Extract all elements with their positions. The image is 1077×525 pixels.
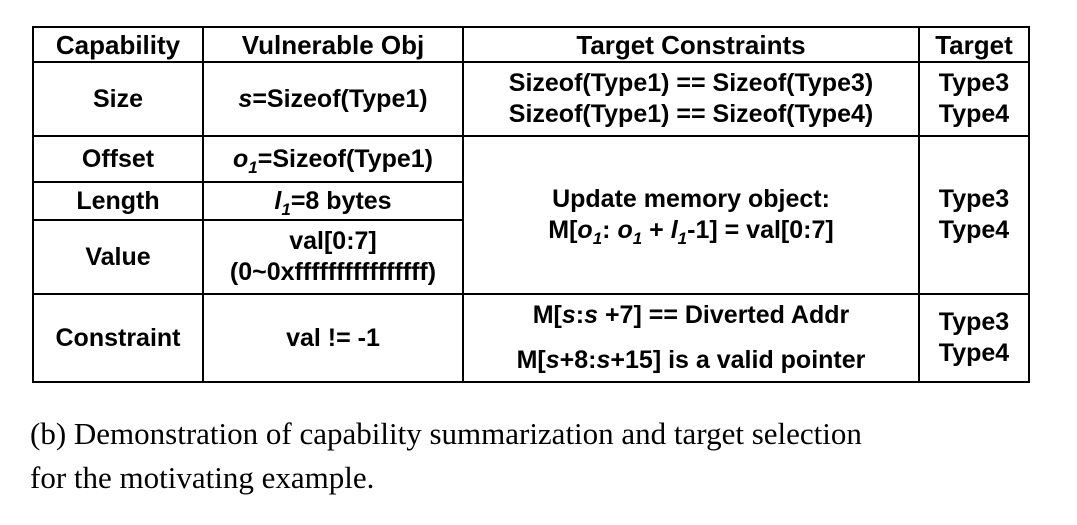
constraint-line-1: M[s:s +7] == Diverted Addr xyxy=(532,301,850,329)
table-row-size: Size s=Sizeof(Type1) Sizeof(Type1) == Si… xyxy=(32,61,1030,137)
obj-length-rest: =8 bytes xyxy=(290,186,392,215)
obj-size-rest: =Sizeof(Type1) xyxy=(252,84,428,113)
header-vulnerable-obj: Vulnerable Obj xyxy=(202,26,464,63)
cell-capability-offset: Offset xyxy=(32,135,204,183)
size-target-1: Type3 xyxy=(938,69,1010,97)
caption-line-2: for the motivating example. xyxy=(30,460,375,495)
header-row: Capability Vulnerable Obj Target Constra… xyxy=(32,26,1030,63)
caption-line-1: (b) Demonstration of capability summariz… xyxy=(30,416,862,451)
cell-target-size: Type3 Type4 xyxy=(918,61,1030,137)
size-constraint-2: Sizeof(Type1) == Sizeof(Type4) xyxy=(508,100,874,128)
value-line-1: val[0:7] xyxy=(289,227,377,255)
cell-update-memory: Update memory object: M[o1: o1 + l1-1] =… xyxy=(462,135,920,295)
header-capability: Capability xyxy=(32,26,204,63)
clipped-text-above xyxy=(30,0,38,15)
table-row-offset: Offset o1=Sizeof(Type1) Update memory ob… xyxy=(32,135,1030,295)
var-s: s xyxy=(238,84,253,113)
size-constraint-1: Sizeof(Type1) == Sizeof(Type3) xyxy=(508,69,874,97)
sub-1: 1 xyxy=(281,199,291,219)
cell-capability-constraint: Constraint xyxy=(32,293,204,383)
sub-1: 1 xyxy=(248,157,258,177)
cell-obj-value: val[0:7] (0~0xffffffffffffffff) xyxy=(202,219,464,295)
cell-constraints-size: Sizeof(Type1) == Sizeof(Type3) Sizeof(Ty… xyxy=(462,61,920,137)
table-row-value: Value val[0:7] (0~0xffffffffffffffff) xyxy=(32,219,1029,295)
update-title: Update memory object: xyxy=(552,185,830,213)
cell-capability-length: Length xyxy=(32,181,204,221)
header-target-constraints: Target Constraints xyxy=(462,26,920,63)
cell-constraints-constraint: M[s:s +7] == Diverted Addr M[s+8:s+15] i… xyxy=(462,293,920,383)
cell-obj-size: s=Sizeof(Type1) xyxy=(202,61,464,137)
cell-capability-value: Value xyxy=(32,219,204,295)
cell-obj-constraint: val != -1 xyxy=(202,293,464,383)
constraint-target-1: Type3 xyxy=(938,308,1010,336)
table-row-constraint: Constraint val != -1 M[s:s +7] == Divert… xyxy=(32,293,1030,383)
cell-target-update: Type3 Type4 xyxy=(918,135,1030,295)
var-l: l xyxy=(274,186,282,215)
cell-obj-offset: o1=Sizeof(Type1) xyxy=(202,135,464,183)
update-formula: M[o1: o1 + l1-1] = val[0:7] xyxy=(548,216,834,248)
update-target-2: Type4 xyxy=(938,216,1010,244)
var-o: o xyxy=(232,144,249,173)
header-target: Target xyxy=(918,26,1030,63)
constraint-target-2: Type4 xyxy=(938,339,1010,367)
table-row-length: Length l1=8 bytes xyxy=(32,181,1029,221)
capability-table: Capability Vulnerable Obj Target Constra… xyxy=(32,26,1030,383)
size-target-2: Type4 xyxy=(938,100,1010,128)
cell-obj-length: l1=8 bytes xyxy=(202,181,464,221)
obj-offset-rest: =Sizeof(Type1) xyxy=(257,144,434,173)
cell-capability-size: Size xyxy=(32,61,204,137)
value-line-2: (0~0xffffffffffffffff) xyxy=(229,258,437,286)
cell-target-constraint: Type3 Type4 xyxy=(918,293,1030,383)
constraint-line-2: M[s+8:s+15] is a valid pointer xyxy=(516,346,866,374)
update-target-1: Type3 xyxy=(938,185,1010,213)
figure-caption: (b) Demonstration of capability summariz… xyxy=(30,412,1050,500)
